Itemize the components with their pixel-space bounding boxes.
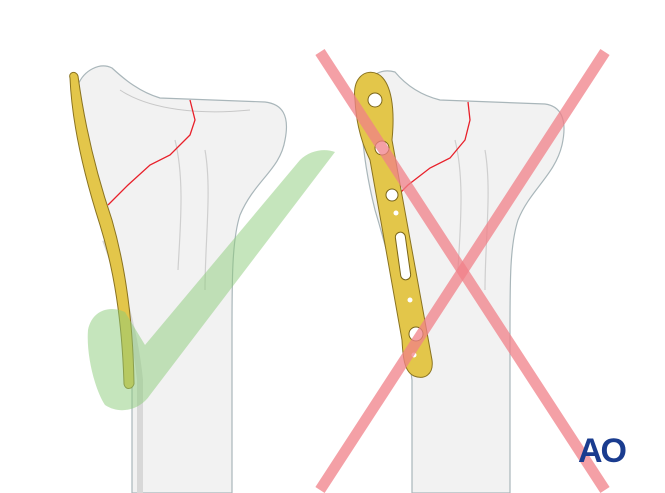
left-bone [75,65,287,493]
right-bone [360,70,565,493]
plate-right [354,71,433,378]
check-icon [87,150,335,411]
fracture-line [107,99,196,206]
ao-logo: AO [578,432,627,470]
cross-icon [315,49,610,493]
